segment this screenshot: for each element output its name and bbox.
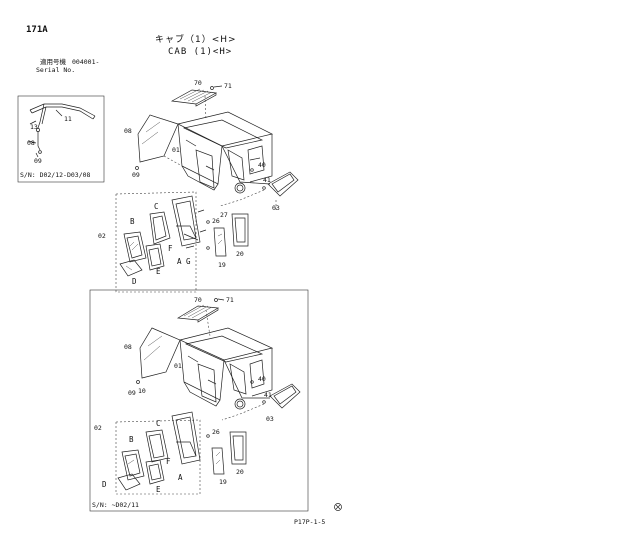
part-label: 02	[94, 424, 102, 432]
part-label: 02	[98, 232, 106, 240]
page-reference: P17P-1-5	[294, 518, 326, 526]
upper-cab-assembly	[115, 85, 299, 293]
part-label: D	[102, 480, 107, 489]
part-label: 40	[258, 375, 266, 383]
part-label: G	[186, 257, 191, 266]
part-label: 41	[264, 391, 272, 399]
part-label: 40	[258, 161, 266, 169]
part-label: 08	[124, 343, 132, 351]
part-label: 08	[124, 127, 132, 135]
part-label: 11	[64, 115, 72, 123]
part-label: C	[156, 419, 161, 428]
serial-value: 004001-	[72, 58, 100, 66]
part-label: C	[154, 202, 159, 211]
registration-mark-icon	[334, 503, 342, 511]
inset-serial-range: S/N: D02/12-D03/08	[20, 171, 91, 179]
page-code: 171A	[26, 25, 48, 35]
part-label: 26	[212, 428, 220, 436]
page-title: CAB (1)<H>	[168, 47, 233, 57]
lower-cab-assembly	[115, 298, 301, 495]
serial-label-japanese: 適用号機	[40, 58, 66, 66]
inset-detail-drawing	[17, 95, 105, 183]
part-label: 13	[30, 123, 38, 131]
part-label: 09	[132, 171, 140, 179]
part-label: F	[168, 244, 173, 253]
part-label: F	[166, 457, 171, 466]
part-label: 03	[266, 415, 274, 423]
part-label: 70	[194, 296, 202, 304]
part-label: 01	[172, 146, 180, 154]
part-label: A	[177, 257, 182, 266]
part-label: 09	[34, 157, 42, 165]
part-label: 71	[226, 296, 234, 304]
part-label: 19	[218, 261, 226, 269]
lower-variant-frame	[89, 289, 309, 512]
part-label: 20	[236, 250, 244, 258]
part-label: 10	[138, 387, 146, 395]
part-label: 08	[27, 139, 35, 147]
part-label: 03	[272, 204, 280, 212]
part-label: 70	[194, 79, 202, 87]
part-label: E	[156, 267, 161, 276]
part-label: 01	[174, 362, 182, 370]
part-label: B	[130, 217, 135, 226]
part-label: D	[132, 277, 137, 286]
part-label: A	[178, 473, 183, 482]
page-title-japanese: キャブ（1）<H>	[155, 35, 237, 45]
lower-serial-range: S/N: ~D02/11	[92, 501, 139, 509]
part-label: 41	[263, 176, 271, 184]
serial-label: Serial No.	[36, 66, 76, 74]
part-label: 27	[220, 211, 228, 219]
part-label: 19	[219, 478, 227, 486]
part-label: 20	[236, 468, 244, 476]
part-label: B	[129, 435, 134, 444]
part-label: E	[156, 485, 161, 494]
part-label: 09	[128, 389, 136, 397]
part-label: 71	[224, 82, 232, 90]
part-label: 26	[212, 217, 220, 225]
